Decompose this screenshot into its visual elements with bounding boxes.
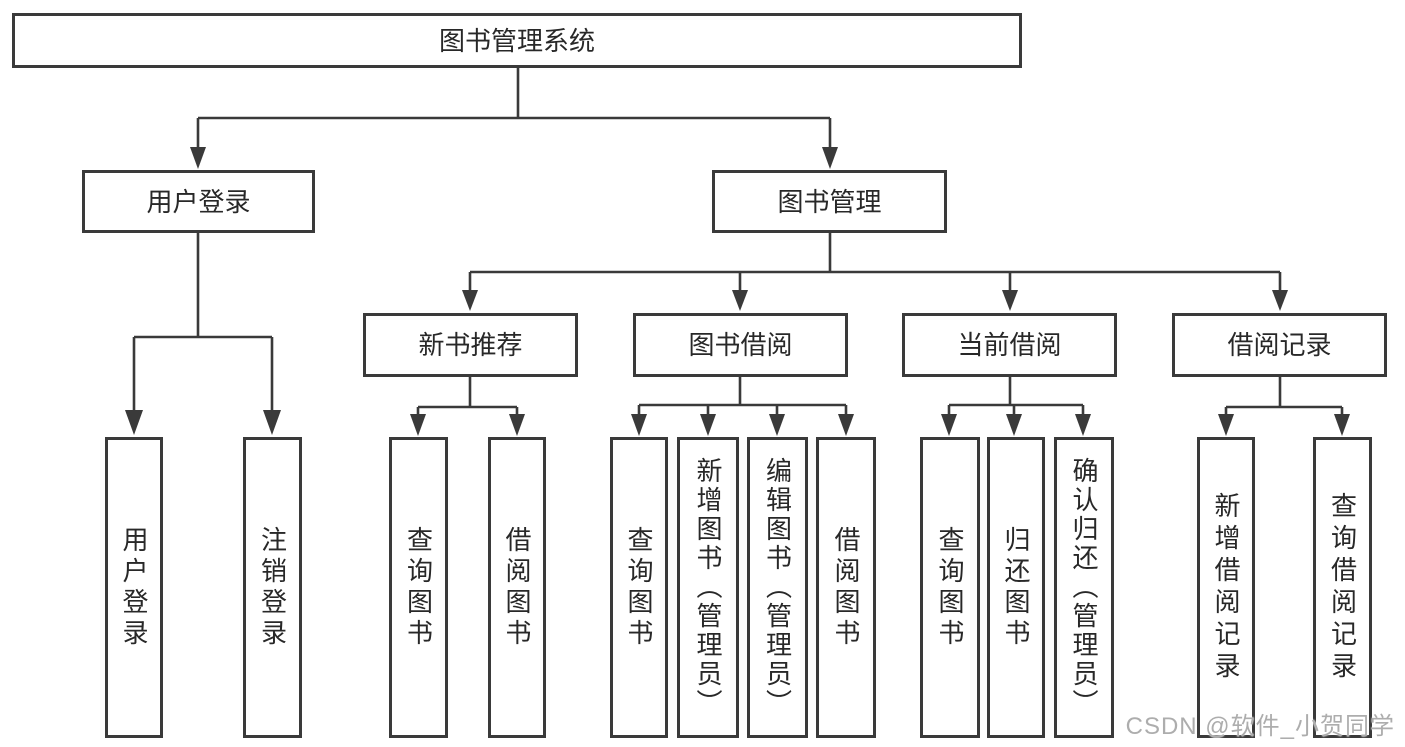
arrowhead [769,414,785,436]
leaf-borrowing-borrow-books-label: 借阅图书 [831,525,861,650]
arrowhead [822,147,838,169]
node-book-borrowing-label: 图书借阅 [688,330,793,360]
leaf-borrowing-add-books-admin: 新增图书（管理员） [677,437,739,738]
arrowhead [125,410,143,435]
arrowhead [410,414,426,436]
node-root-label: 图书管理系统 [438,25,595,56]
node-book-borrowing: 图书借阅 [633,313,848,377]
leaf-current-return-books-label: 归还图书 [1001,525,1031,650]
node-root: 图书管理系统 [12,13,1022,68]
leaf-user-login: 用户登录 [105,437,163,738]
leaf-current-return-books: 归还图书 [987,437,1045,738]
leaf-recommend-query-books: 查询图书 [389,437,448,738]
node-borrowing-records-label: 借阅记录 [1227,330,1332,360]
arrowhead [462,290,478,311]
leaf-current-query-books-label: 查询图书 [935,525,965,650]
arrowhead [1272,290,1288,311]
leaf-borrowing-query-books: 查询图书 [610,437,668,738]
arrowhead [190,147,206,169]
leaf-borrowing-edit-books-admin: 编辑图书（管理员） [747,437,808,738]
node-book-management: 图书管理 [712,170,947,233]
arrowhead [732,290,748,311]
leaf-recommend-borrow-books: 借阅图书 [488,437,546,738]
node-new-book-recommend: 新书推荐 [363,313,578,377]
leaf-records-query-record: 查询借阅记录 [1313,437,1372,738]
arrowhead [1075,414,1091,436]
leaf-current-query-books: 查询图书 [920,437,980,738]
leaf-logout: 注销登录 [243,437,302,738]
leaf-borrowing-edit-books-admin-label: 编辑图书（管理员） [762,457,793,718]
arrowhead [1002,290,1018,311]
arrowhead [1218,414,1234,436]
leaf-records-add-record-label: 新增借阅记录 [1211,491,1241,684]
node-current-borrowing-label: 当前借阅 [957,330,1062,360]
leaf-logout-label: 注销登录 [257,525,288,650]
leaf-current-confirm-return-admin-label: 确认归还（管理员） [1069,457,1099,718]
leaf-borrowing-query-books-label: 查询图书 [624,525,654,650]
node-current-borrowing: 当前借阅 [902,313,1117,377]
arrowhead [631,414,647,436]
leaf-recommend-query-books-label: 查询图书 [403,525,434,650]
arrowhead [509,414,525,436]
arrowhead [263,410,281,435]
watermark: CSDN @软件_小贺同学 [1125,713,1395,740]
node-borrowing-records: 借阅记录 [1172,313,1387,377]
arrowhead [1334,414,1350,436]
arrowhead [838,414,854,436]
node-user-login-label: 用户登录 [146,186,251,217]
arrowhead [700,414,716,436]
node-user-login: 用户登录 [82,170,315,233]
leaf-borrowing-borrow-books: 借阅图书 [816,437,876,738]
arrowhead [1006,414,1022,436]
leaf-borrowing-add-books-admin-label: 新增图书（管理员） [693,457,723,718]
node-book-management-label: 图书管理 [777,186,882,217]
leaf-current-confirm-return-admin: 确认归还（管理员） [1054,437,1114,738]
leaf-recommend-borrow-books-label: 借阅图书 [502,525,532,650]
leaf-records-add-record: 新增借阅记录 [1197,437,1255,738]
leaf-records-query-record-label: 查询借阅记录 [1327,491,1358,684]
node-new-book-recommend-label: 新书推荐 [418,330,523,360]
arrowhead [941,414,957,436]
leaf-user-login-label: 用户登录 [119,525,149,650]
